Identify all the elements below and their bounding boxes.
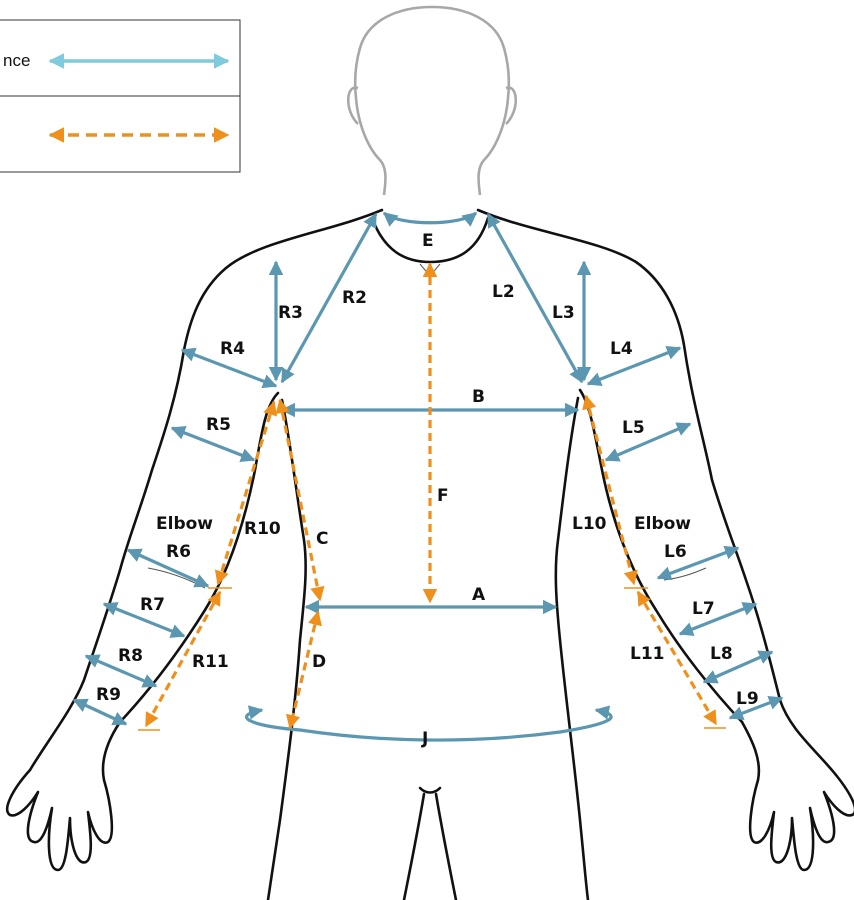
label-R4: R4 bbox=[220, 339, 245, 359]
crotch-mark bbox=[420, 788, 440, 793]
label-J: J bbox=[421, 729, 428, 749]
label-elbow-right: Elbow bbox=[156, 514, 213, 534]
label-L4: L4 bbox=[610, 339, 633, 359]
head-outline bbox=[355, 7, 509, 195]
label-L2: L2 bbox=[492, 282, 515, 302]
label-elbow-left: Elbow bbox=[634, 514, 691, 534]
label-L7: L7 bbox=[692, 599, 715, 619]
measure-J-line bbox=[247, 710, 612, 740]
label-L11: L11 bbox=[630, 644, 665, 664]
label-L10: L10 bbox=[572, 514, 607, 534]
label-R8: R8 bbox=[118, 646, 143, 666]
right-shoulder-outline bbox=[30, 210, 382, 770]
label-R10: R10 bbox=[244, 519, 281, 539]
label-L5: L5 bbox=[622, 418, 645, 438]
label-F: F bbox=[437, 486, 449, 506]
label-R7: R7 bbox=[140, 595, 165, 615]
label-R9: R9 bbox=[96, 685, 121, 705]
label-A: A bbox=[472, 585, 486, 605]
label-E: E bbox=[422, 231, 434, 251]
label-L8: L8 bbox=[710, 644, 733, 664]
label-L3: L3 bbox=[552, 303, 575, 323]
measure-E-line bbox=[384, 213, 476, 223]
label-R3: R3 bbox=[278, 303, 303, 323]
label-R5: R5 bbox=[206, 415, 231, 435]
measure-C-line bbox=[280, 400, 320, 600]
left-torso-outline bbox=[556, 398, 588, 900]
legend: nce bbox=[0, 20, 240, 172]
right-hand-outline bbox=[7, 722, 120, 870]
measure-L4-line bbox=[588, 348, 680, 384]
label-B: B bbox=[472, 387, 485, 407]
legend-circumference-label: nce bbox=[3, 51, 30, 70]
label-R6: R6 bbox=[166, 542, 191, 562]
label-D: D bbox=[312, 652, 326, 672]
label-R2: R2 bbox=[342, 288, 367, 308]
label-L6: L6 bbox=[664, 542, 687, 562]
label-L9: L9 bbox=[736, 689, 759, 709]
right-torso-outline bbox=[268, 400, 306, 900]
measure-L5-line bbox=[606, 424, 690, 460]
left-hand-outline bbox=[742, 722, 854, 870]
label-C: C bbox=[316, 529, 328, 549]
crotch-line-right bbox=[404, 794, 424, 900]
crotch-line-left bbox=[436, 794, 456, 900]
label-R11: R11 bbox=[192, 652, 229, 672]
